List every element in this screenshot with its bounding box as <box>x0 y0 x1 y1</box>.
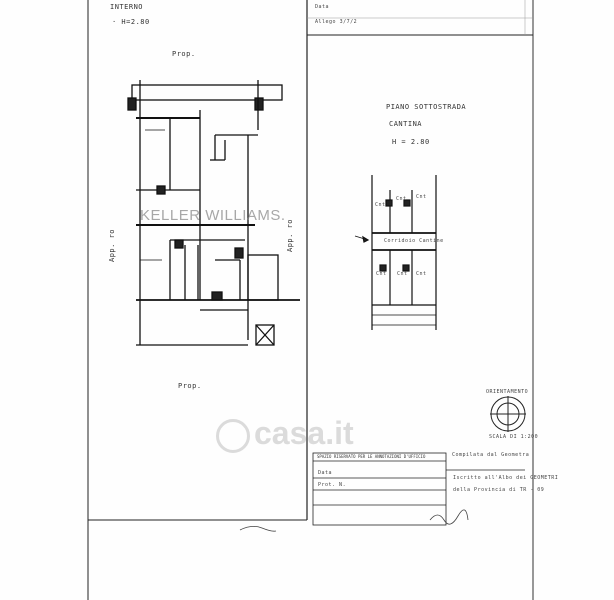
right-side-label: App. ro <box>286 218 294 252</box>
compilata-label: Compilata dal Geometra <box>452 452 530 458</box>
data-label: Data <box>315 4 330 10</box>
plan-title-line2: CANTINA <box>389 120 423 128</box>
room-label: Cnt <box>397 271 408 277</box>
provincia-label: della Provincia di TR - 09 <box>453 487 545 493</box>
office-row-prot: Prot. N. <box>318 482 347 488</box>
plan-title-line1: PIANO SOTTOSTRADA <box>386 103 467 111</box>
prop-top-label: Prop. <box>172 50 196 58</box>
height-label: · H=2.80 <box>112 18 150 26</box>
casa-it-watermark: casa.it <box>216 415 354 453</box>
corridor-label: Corridoio Cantine <box>384 238 444 244</box>
compass-rose-icon <box>490 396 526 432</box>
casa-it-text: casa.it <box>254 415 354 451</box>
keller-williams-watermark: KELLER WILLIAMS. <box>140 207 286 224</box>
room-label: Cnt <box>375 202 386 208</box>
house-icon <box>216 418 250 453</box>
compass-title: ORIENTAMENTO <box>486 389 529 395</box>
prop-bottom-label: Prop. <box>178 382 202 390</box>
office-box-header: SPAZIO RISERVATO PER LE ANNOTAZIONI D'UF… <box>317 454 426 459</box>
room-label: Cnt <box>396 196 407 202</box>
room-label: Cnt <box>376 271 387 277</box>
scale-label: SCALA DI 1:200 <box>489 434 539 440</box>
allegato-label: Allego 3/7/2 <box>315 19 358 25</box>
left-side-label: App. ro <box>108 228 116 262</box>
iscritto-label: Iscritto all'Albo dei GEOMETRI <box>453 475 559 481</box>
room-label: Cnt <box>416 194 427 200</box>
plan-height: H = 2.80 <box>392 138 430 146</box>
interno-label: INTERNO <box>110 3 144 11</box>
office-row-data: Data <box>318 470 333 476</box>
room-label: Cnt <box>416 271 427 277</box>
